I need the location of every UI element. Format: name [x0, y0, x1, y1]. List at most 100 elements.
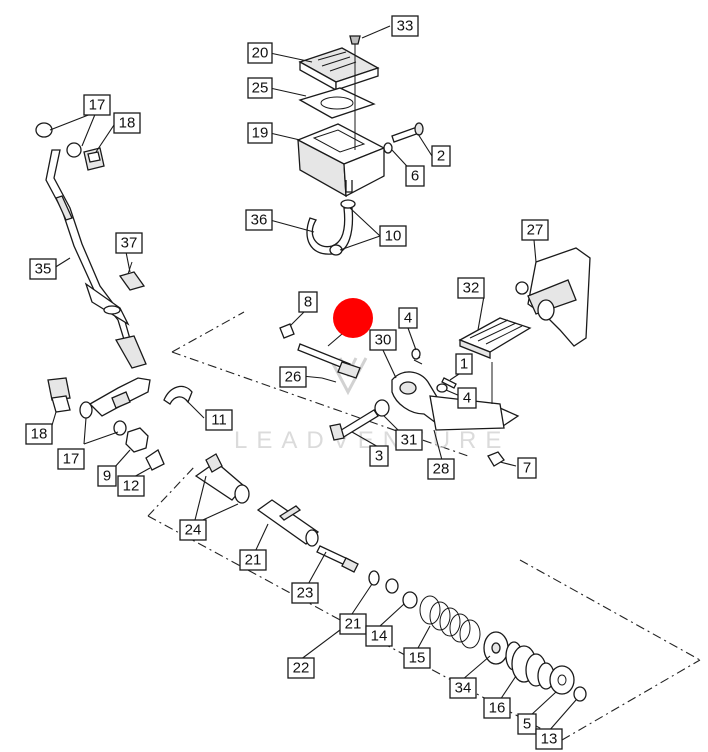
svg-text:18: 18: [119, 115, 136, 132]
svg-text:5: 5: [523, 716, 531, 733]
svg-text:6: 6: [411, 168, 419, 185]
svg-text:8: 8: [304, 294, 312, 311]
seal-21-14: [368, 570, 418, 609]
svg-text:31: 31: [401, 432, 418, 449]
spring-4: [411, 348, 448, 393]
svg-text:22: 22: [293, 660, 310, 677]
svg-text:27: 27: [527, 222, 544, 239]
label-22: 22: [287, 657, 315, 679]
switch-37: [118, 261, 146, 291]
reservoir-screw: [349, 35, 361, 150]
label-17-lower: 17: [57, 448, 85, 470]
label-15: 15: [403, 647, 431, 669]
svg-text:12: 12: [123, 478, 140, 495]
label-14: 14: [365, 625, 393, 647]
label-31: 31: [395, 429, 423, 451]
label-35: 35: [29, 258, 57, 280]
push-rod-26: [297, 343, 361, 383]
label-2: 2: [431, 145, 451, 167]
svg-text:15: 15: [409, 650, 426, 667]
label-20: 20: [247, 42, 273, 64]
label-1: 1: [455, 353, 473, 375]
label-8: 8: [298, 291, 318, 313]
bolt-2: [391, 122, 424, 143]
svg-text:7: 7: [523, 460, 531, 477]
red-marker: [333, 298, 373, 338]
svg-text:17: 17: [63, 451, 80, 468]
label-11: 11: [205, 409, 233, 431]
rod-23: [316, 545, 359, 573]
svg-text:30: 30: [375, 332, 392, 349]
label-28: 28: [427, 458, 455, 480]
hose-36: [306, 207, 354, 255]
lock-washer-12: [145, 449, 165, 471]
svg-text:1: 1: [460, 356, 468, 373]
label-10: 10: [379, 225, 407, 247]
svg-text:9: 9: [103, 468, 111, 485]
label-18-lower: 18: [25, 423, 53, 445]
banjo-bolt-18-lower: [47, 377, 71, 413]
clamps-10: [329, 199, 356, 256]
nut-9: [125, 427, 149, 453]
label-12: 12: [117, 475, 145, 497]
label-21-right: 21: [339, 613, 367, 635]
label-4-lower: 4: [457, 387, 477, 409]
pin-1: [441, 377, 457, 389]
label-6: 6: [405, 165, 425, 187]
washer-6: [383, 142, 393, 154]
svg-text:13: 13: [541, 731, 558, 748]
svg-text:16: 16: [489, 700, 506, 717]
svg-text:24: 24: [185, 522, 202, 539]
svg-text:25: 25: [252, 80, 269, 97]
pivot-27: [515, 247, 591, 347]
svg-text:2: 2: [437, 148, 445, 165]
svg-text:21: 21: [345, 616, 362, 633]
svg-text:3: 3: [375, 448, 383, 465]
reservoir-body: [296, 123, 386, 198]
svg-text:10: 10: [385, 228, 402, 245]
svg-text:34: 34: [455, 680, 472, 697]
label-34: 34: [449, 677, 477, 699]
bolt-8: [279, 323, 295, 339]
washers-17-lower: [79, 401, 127, 436]
label-19: 19: [247, 122, 273, 144]
washer-31: [374, 399, 390, 417]
bolt-3: [329, 409, 379, 441]
svg-text:11: 11: [211, 412, 227, 429]
label-9: 9: [97, 465, 117, 487]
label-16: 16: [483, 697, 511, 719]
label-27: 27: [521, 219, 549, 241]
piston-21: [256, 499, 320, 547]
svg-text:35: 35: [35, 261, 52, 278]
label-36: 36: [245, 209, 273, 231]
brake-line: [45, 149, 147, 369]
svg-text:18: 18: [31, 426, 48, 443]
svg-text:33: 33: [397, 18, 414, 35]
svg-text:21: 21: [245, 552, 262, 569]
label-26: 26: [279, 366, 307, 388]
label-25: 25: [247, 77, 273, 99]
label-3: 3: [369, 445, 389, 467]
hose-fitting-lower: [88, 377, 151, 417]
label-7: 7: [517, 457, 537, 479]
svg-text:20: 20: [252, 45, 269, 62]
assembly-outline-lower: [147, 464, 701, 741]
svg-text:17: 17: [89, 97, 106, 114]
circlip-13: [573, 686, 587, 702]
pedal-pad-32: [458, 317, 532, 359]
label-4-upper: 4: [398, 307, 418, 329]
diaphragm: [298, 87, 376, 119]
label-23: 23: [291, 582, 319, 604]
svg-text:36: 36: [251, 212, 268, 229]
nut-7: [487, 451, 505, 467]
svg-text:23: 23: [297, 585, 314, 602]
svg-text:4: 4: [404, 310, 412, 327]
svg-text:19: 19: [252, 125, 269, 142]
reservoir-cap: [298, 47, 380, 92]
boot-16: [505, 641, 555, 690]
label-5: 5: [517, 713, 537, 735]
label-18-upper: 18: [113, 112, 141, 134]
washer-5: [549, 665, 575, 695]
banjo-bolt-18-upper: [83, 147, 105, 171]
label-17-upper: 17: [83, 94, 111, 116]
